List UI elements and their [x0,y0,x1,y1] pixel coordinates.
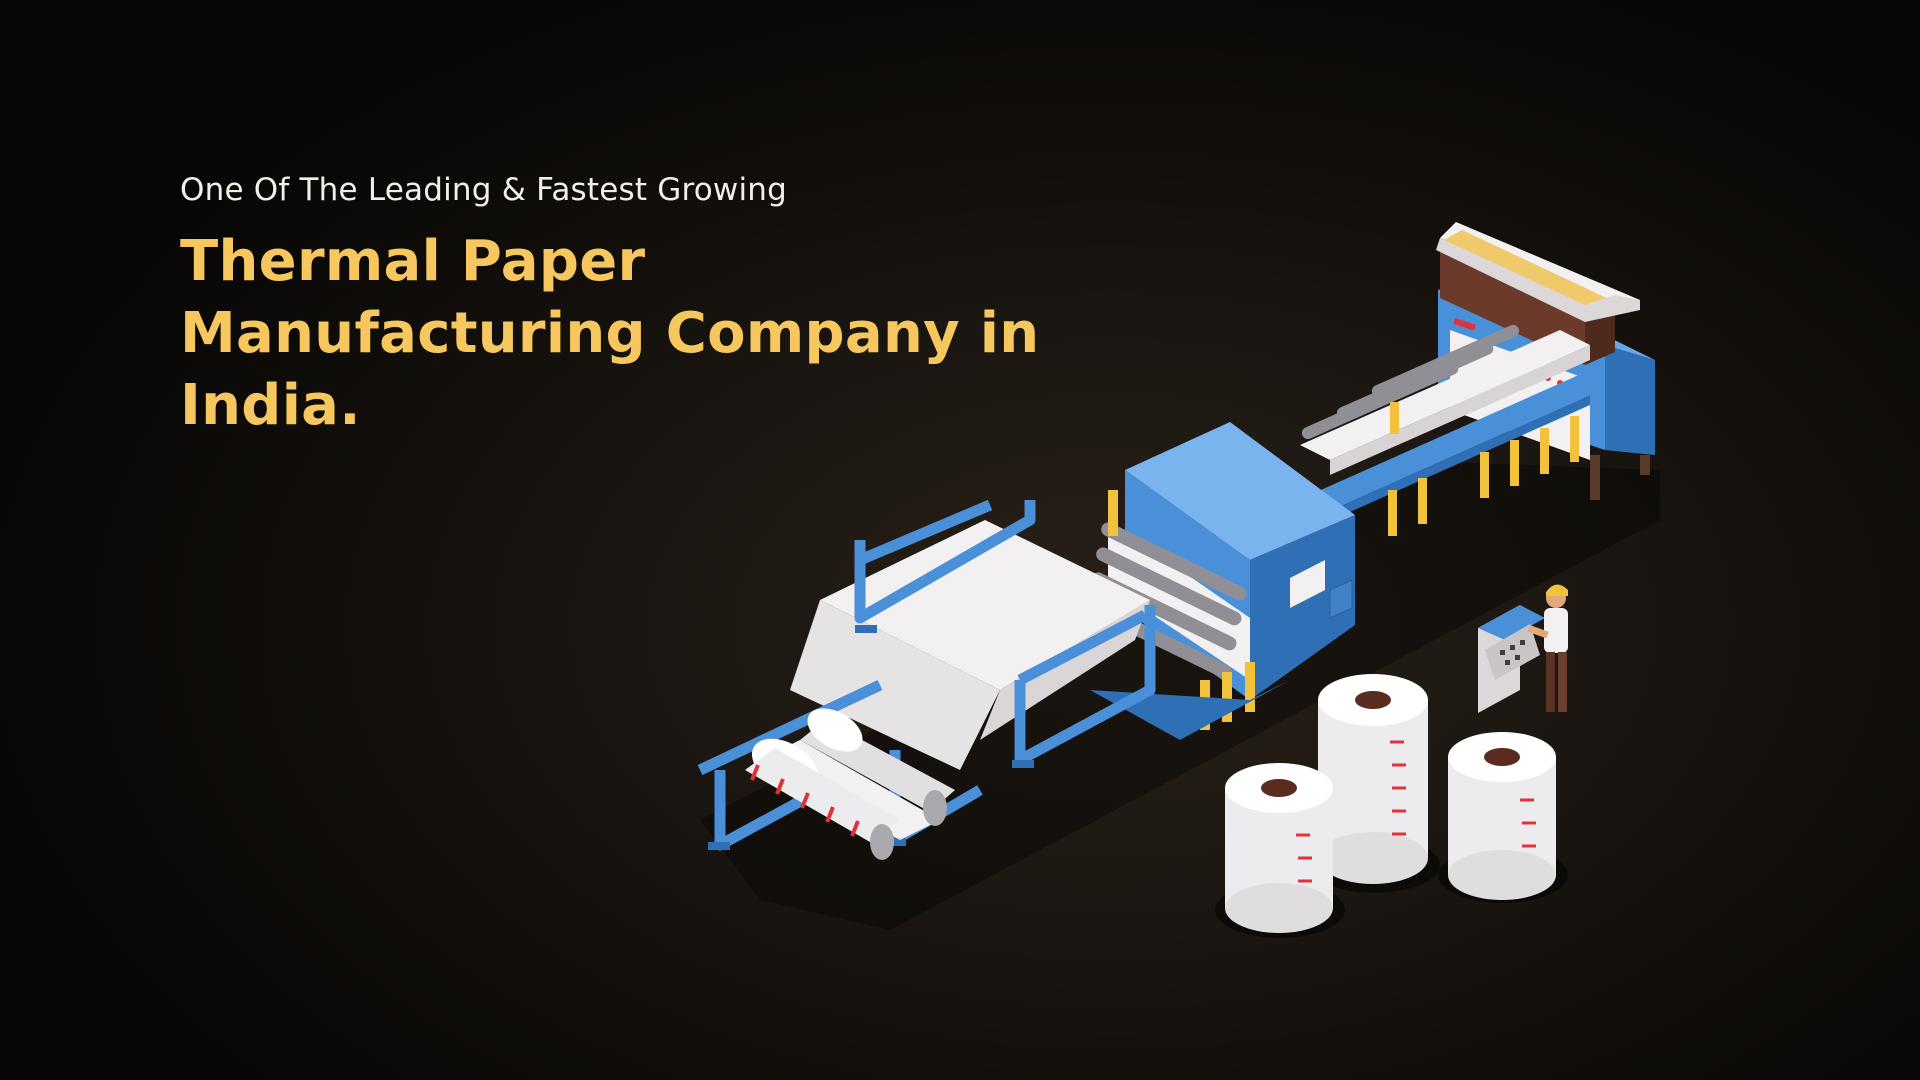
headline-line-1: Thermal Paper [180,229,646,294]
hero-subtitle: One Of The Leading & Fastest Growing [180,172,788,208]
operator-icon [1478,584,1568,713]
hero-text: One Of The Leading & Fastest Growing The… [180,172,1080,442]
thermal-paper-rolls-icon [1215,674,1568,938]
unwind-frame-icon [697,499,1156,851]
headline-line-3: India. [180,373,361,438]
headline-line-2: Manufacturing Company in [180,301,1040,366]
feed-roll-icon [745,708,955,860]
hero-headline: Thermal Paper Manufacturing Company in I… [180,226,1080,442]
